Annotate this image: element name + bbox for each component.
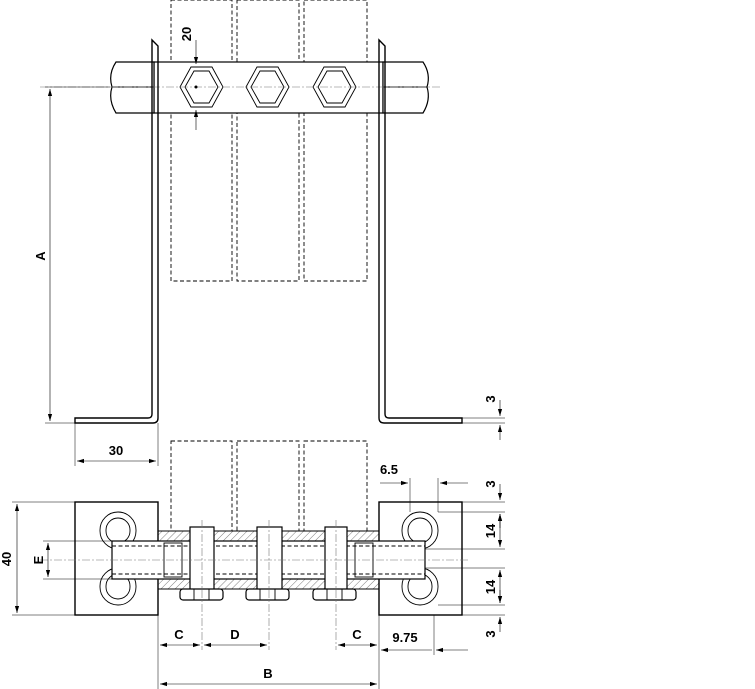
dim-3-bottom-label: 3 (483, 630, 498, 637)
dim-40: 40 (0, 501, 75, 616)
dim-14-bottom: 14 (425, 567, 505, 606)
dim-9-75: 9.75 (378, 615, 468, 655)
dim-14-top: 14 (425, 514, 505, 550)
dim-3-top-label: 3 (483, 480, 498, 487)
dim-c-left-label: C (174, 627, 184, 642)
dim-3-top: 3 (438, 480, 505, 528)
dim-9-75-label: 9.75 (392, 630, 417, 645)
dim-14-bottom-label: 14 (483, 579, 498, 594)
dim-3-bottom: 3 (462, 590, 505, 638)
section-view: 40 E 6.5 3 14 (0, 440, 505, 689)
dim-e-label: E (31, 555, 46, 564)
dim-30-label: 30 (109, 443, 123, 458)
dim-40-label: 40 (0, 552, 14, 566)
clamp-bar (153, 61, 384, 114)
dim-c-right: C (338, 627, 377, 648)
busbar-1 (170, 0, 233, 282)
dim-e: E (31, 540, 112, 580)
busbar-section-3 (303, 440, 368, 532)
dim-3-side: 3 (462, 395, 505, 440)
dim-6-5: 6.5 (380, 462, 468, 512)
dim-b-label: B (263, 666, 272, 681)
dim-20: 20 (179, 27, 199, 130)
busbar-outlines-top (170, 0, 368, 282)
dim-b: B (160, 655, 380, 689)
bottom-nuts (179, 588, 357, 601)
busbar-section-2 (236, 440, 300, 532)
dim-c-left: C (157, 615, 200, 689)
bolt-head-left (110, 61, 155, 114)
dim-a: A (33, 86, 110, 424)
dim-d-label: D (230, 627, 239, 642)
dim-a-label: A (33, 251, 48, 261)
dim-c-right-label: C (352, 627, 362, 642)
dim-30: 30 (74, 423, 159, 466)
center-mark (194, 85, 198, 89)
dim-20-label: 20 (179, 27, 194, 41)
bolt-head-right (382, 61, 429, 114)
busbar-section-1 (170, 440, 233, 532)
busbar-3 (303, 0, 368, 282)
dim-14-top-label: 14 (483, 523, 498, 538)
dim-6-5-label: 6.5 (380, 462, 398, 477)
busbar-outlines-bottom (170, 440, 368, 532)
busbar-2 (236, 0, 300, 282)
dim-3-side-label: 3 (483, 395, 498, 402)
dim-d: D (204, 627, 267, 648)
top-view: A 20 30 3 (33, 0, 505, 466)
